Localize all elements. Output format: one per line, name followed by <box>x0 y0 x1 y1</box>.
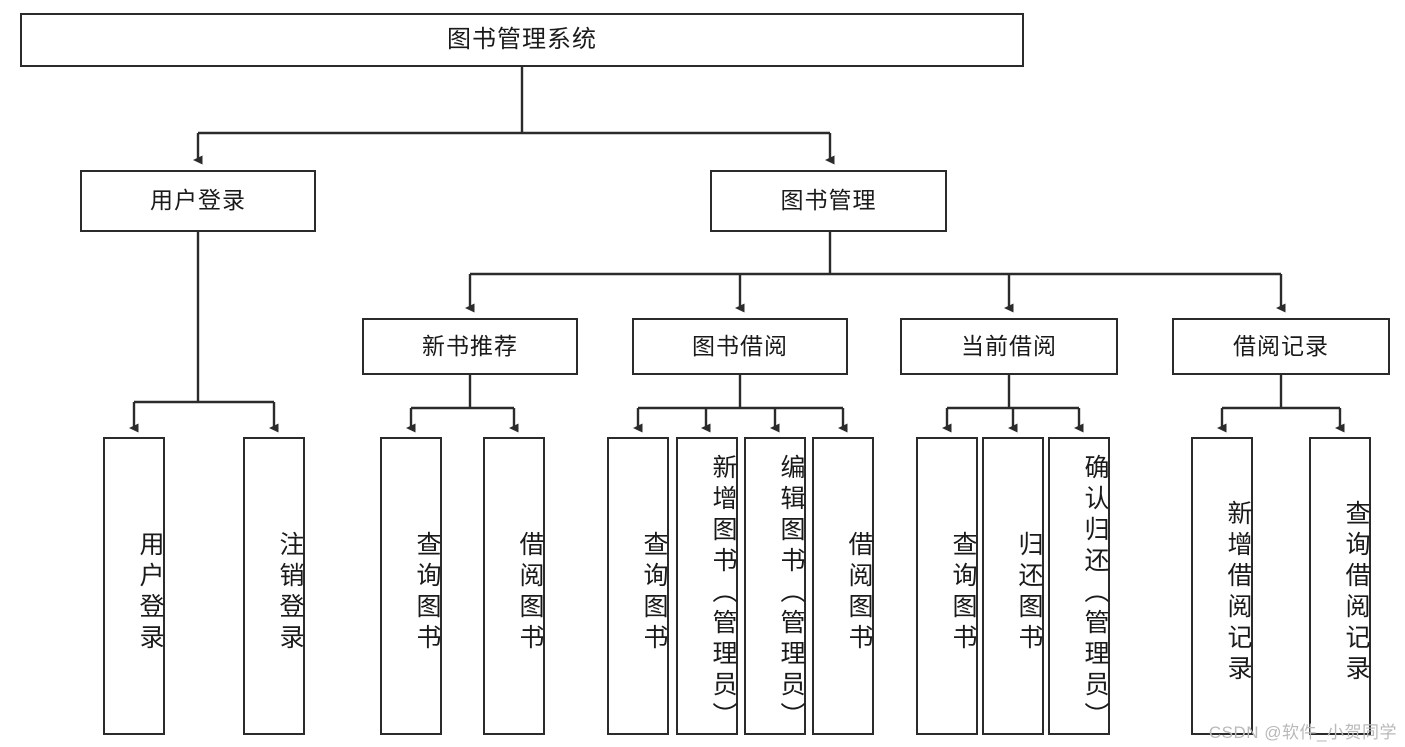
node-book-management[interactable]: 图书管理 <box>710 170 947 232</box>
leaf-book-borrow-edit-book-admin[interactable]: 编辑图书（管理员） <box>744 437 806 735</box>
node-label: 新增图书（管理员） <box>709 453 737 733</box>
node-label: 借阅图书 <box>845 531 873 655</box>
node-label: 查询借阅记录 <box>1342 500 1370 686</box>
leaf-borrow-record-add-record[interactable]: 新增借阅记录 <box>1191 437 1253 735</box>
leaf-new-book-borrow-book[interactable]: 借阅图书 <box>483 437 545 735</box>
node-label: 图书管理系统 <box>447 25 597 53</box>
node-label: 借阅图书 <box>516 531 544 655</box>
leaf-user-login-logout[interactable]: 注销登录 <box>243 437 305 735</box>
node-label: 新书推荐 <box>422 332 518 359</box>
node-book-borrow[interactable]: 图书借阅 <box>632 318 848 375</box>
node-label: 借阅记录 <box>1233 332 1329 359</box>
leaf-user-login-login[interactable]: 用户登录 <box>103 437 165 735</box>
node-label: 归还图书 <box>1015 531 1043 655</box>
node-borrow-record[interactable]: 借阅记录 <box>1172 318 1390 375</box>
leaf-current-borrow-query-book[interactable]: 查询图书 <box>916 437 978 735</box>
node-current-borrow[interactable]: 当前借阅 <box>900 318 1118 375</box>
node-label: 注销登录 <box>276 531 304 655</box>
node-user-login[interactable]: 用户登录 <box>80 170 316 232</box>
node-label: 用户登录 <box>150 187 246 214</box>
watermark: CSDN @软件_小贺同学 <box>1208 723 1397 742</box>
node-label: 查询图书 <box>413 531 441 655</box>
leaf-book-borrow-query-book[interactable]: 查询图书 <box>607 437 669 735</box>
leaf-book-borrow-borrow-book[interactable]: 借阅图书 <box>812 437 874 735</box>
leaf-new-book-query-book[interactable]: 查询图书 <box>380 437 442 735</box>
node-label: 用户登录 <box>136 531 164 655</box>
leaf-current-borrow-return-book[interactable]: 归还图书 <box>982 437 1044 735</box>
node-root-book-management-system[interactable]: 图书管理系统 <box>20 13 1024 67</box>
node-label: 查询图书 <box>640 531 668 655</box>
node-new-book-recommend[interactable]: 新书推荐 <box>362 318 578 375</box>
node-label: 确认归还（管理员） <box>1081 453 1109 733</box>
node-label: 编辑图书（管理员） <box>777 453 805 733</box>
node-label: 图书借阅 <box>692 332 788 359</box>
leaf-current-borrow-confirm-return-admin[interactable]: 确认归还（管理员） <box>1048 437 1110 735</box>
node-label: 图书管理 <box>780 187 877 214</box>
node-label: 当前借阅 <box>961 332 1057 359</box>
node-label: 新增借阅记录 <box>1224 500 1252 686</box>
node-label: 查询图书 <box>949 531 977 655</box>
leaf-borrow-record-query-record[interactable]: 查询借阅记录 <box>1309 437 1371 735</box>
leaf-book-borrow-add-book-admin[interactable]: 新增图书（管理员） <box>676 437 738 735</box>
